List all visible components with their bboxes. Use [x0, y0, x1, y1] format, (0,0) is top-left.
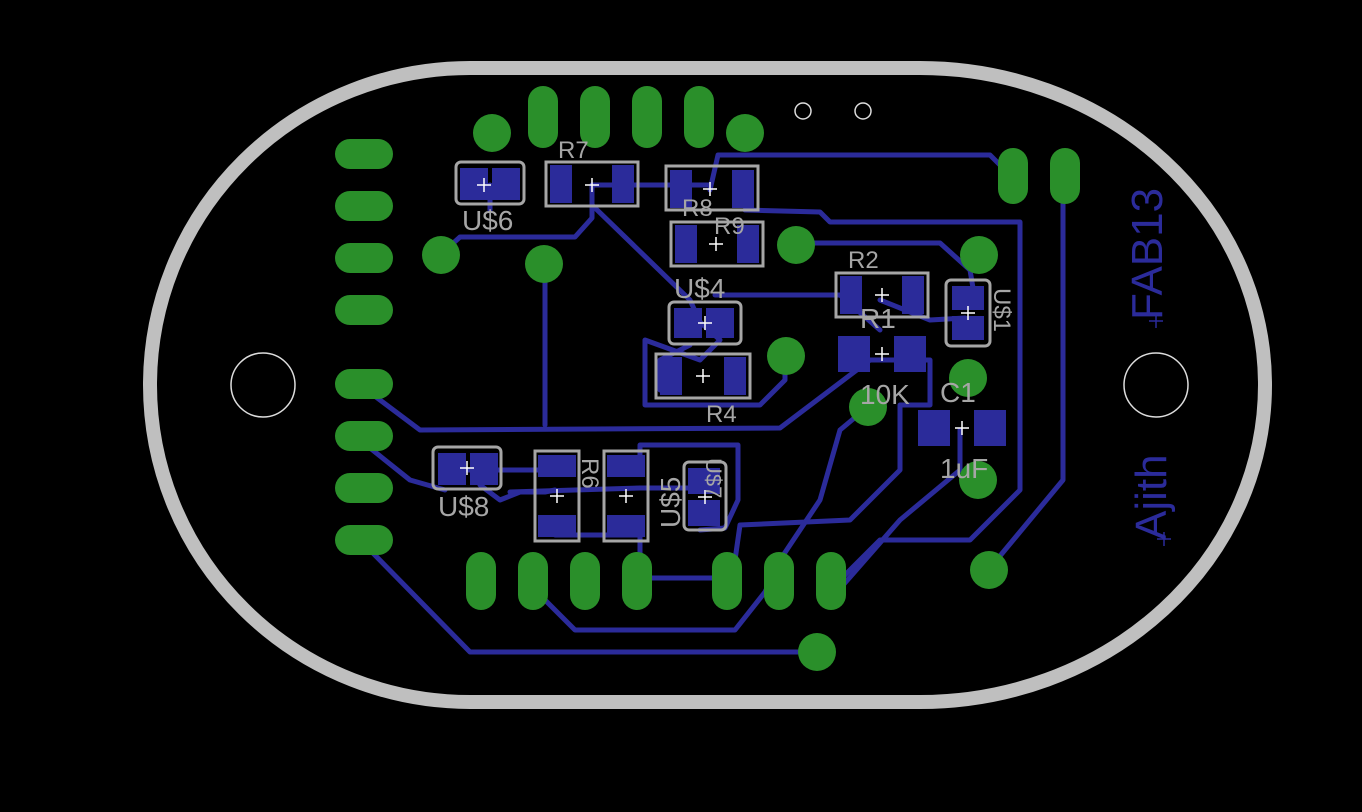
connector-pad-bottom-5: [712, 552, 742, 610]
board-text: FAB13 Ajith: [1123, 188, 1176, 540]
label-r9: R9: [714, 213, 745, 240]
pad-r9-b: [737, 225, 759, 263]
pad-r1-b: [894, 336, 926, 372]
label-c1: C1: [940, 377, 976, 408]
via-2: [726, 114, 764, 152]
via-9: [849, 388, 887, 426]
pad-r7-b: [612, 165, 634, 203]
via-12: [798, 633, 836, 671]
smd-pads: [438, 165, 1006, 537]
connector-pad-bottom-1: [466, 552, 496, 610]
connector-pad-bottom-4: [622, 552, 652, 610]
vias-and-pads: [335, 86, 1080, 671]
connector-pad-top-1: [528, 86, 558, 148]
via-4: [525, 245, 563, 283]
pad-r8-b: [732, 170, 754, 208]
label-r6: R6: [576, 458, 603, 489]
via-11: [970, 551, 1008, 589]
connector-pad-right-1: [998, 148, 1028, 204]
via-8: [949, 359, 987, 397]
label-us6: U$6: [462, 205, 513, 236]
pad-r7-a: [550, 165, 572, 203]
pad-r2-a: [840, 276, 862, 314]
connector-pad-right-2: [1050, 148, 1080, 204]
label-us5: U$5: [655, 477, 686, 528]
connector-pad-left-3: [335, 243, 393, 273]
connector-pad-bottom-3: [570, 552, 600, 610]
pad-us5-a: [607, 455, 645, 477]
connector-pad-left-8: [335, 525, 393, 555]
pad-us4-a: [674, 308, 702, 338]
centroid-markers: [460, 178, 1171, 546]
pad-us7-b: [688, 500, 720, 526]
label-r7: R7: [558, 137, 589, 164]
pad-r6-a: [538, 455, 576, 477]
via-7: [767, 337, 805, 375]
board-outline: [143, 61, 1272, 709]
via-1: [473, 114, 511, 152]
label-r4: R4: [706, 401, 737, 428]
fab-label: FAB13: [1123, 188, 1172, 320]
label-10k: 10K: [860, 379, 910, 410]
via-5: [777, 226, 815, 264]
small-hole-2: [854, 102, 872, 120]
pad-us5-b: [607, 515, 645, 537]
component-labels: R7 R8 R9 R2 U$4 U$6 R1 R4 10K C1 1uF U$8…: [438, 137, 1015, 528]
pad-r9-a: [675, 225, 697, 263]
author-label: Ajith: [1127, 454, 1176, 540]
label-us7: U$7: [701, 458, 726, 498]
via-10: [959, 461, 997, 499]
pad-r6-b: [538, 515, 576, 537]
connector-pad-top-4: [684, 86, 714, 148]
pad-r1-a: [838, 336, 870, 372]
connector-pad-top-2: [580, 86, 610, 148]
connector-pad-top-3: [632, 86, 662, 148]
via-6: [960, 236, 998, 274]
small-hole-1: [794, 102, 812, 120]
label-us4: U$4: [674, 273, 725, 304]
connector-pad-left-6: [335, 421, 393, 451]
pad-us8-a: [438, 453, 466, 485]
connector-pad-left-7: [335, 473, 393, 503]
mounting-hole-left: [230, 352, 296, 418]
label-r2: R2: [848, 247, 879, 274]
silkscreen-outlines: [431, 160, 992, 543]
label-r1: R1: [860, 303, 896, 334]
connector-pad-left-2: [335, 191, 393, 221]
connector-pad-left-4: [335, 295, 393, 325]
pad-us6-b: [492, 168, 520, 200]
pad-r2-b: [902, 276, 924, 314]
connector-pad-bottom-6: [764, 552, 794, 610]
connector-pad-left-5: [335, 369, 393, 399]
label-1uf: 1uF: [940, 453, 988, 484]
connector-pad-bottom-7: [816, 552, 846, 610]
connector-pad-bottom-2: [518, 552, 548, 610]
pad-r4-b: [724, 357, 746, 395]
mounting-hole-right: [1123, 352, 1189, 418]
pad-c1-a: [918, 410, 950, 446]
label-us1: U$1: [988, 288, 1015, 332]
label-us8: U$8: [438, 491, 489, 522]
pad-us8-b: [470, 453, 498, 485]
pad-c1-b: [974, 410, 1006, 446]
pad-r8-a: [670, 170, 692, 208]
label-r8: R8: [682, 195, 713, 222]
via-3: [422, 236, 460, 274]
pad-r4-a: [660, 357, 682, 395]
connector-pad-left-1: [335, 139, 393, 169]
pad-us7-a: [688, 468, 720, 494]
